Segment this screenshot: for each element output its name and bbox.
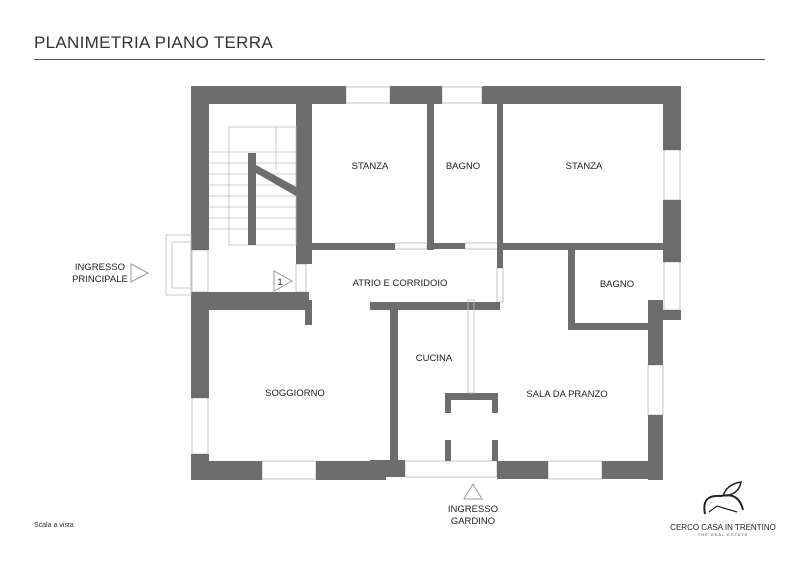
logo-tagline: THE REAL ESTATE bbox=[697, 532, 749, 537]
room-label-stanza: STANZA bbox=[566, 161, 603, 172]
apple-house-logo-icon bbox=[703, 481, 744, 515]
main-entrance-label: PRINCIPALE bbox=[72, 274, 128, 285]
windows bbox=[191, 86, 681, 480]
room-label-sala-da-pranzo: SALA DA PRANZO bbox=[526, 389, 607, 400]
company-logo: CERCO CASA IN TRENTINO THE REAL ESTATE bbox=[668, 480, 778, 537]
room-label-stanza: STANZA bbox=[352, 161, 389, 172]
staircase bbox=[209, 126, 298, 246]
main-entrance-arrow-icon bbox=[130, 263, 150, 283]
step-marker-icon bbox=[273, 270, 294, 292]
page-title: PLANIMETRIA PIANO TERRA bbox=[34, 33, 273, 52]
logo-name: CERCO CASA IN TRENTINO bbox=[670, 523, 776, 532]
room-label-bagno: BAGNO bbox=[600, 279, 634, 290]
room-label-atrio: ATRIO E CORRIDOIO bbox=[353, 278, 448, 289]
scale-note: Scala a vista bbox=[34, 522, 74, 529]
garden-entrance-label: GARDINO bbox=[451, 516, 495, 527]
garden-entrance-label: INGRESSO bbox=[448, 504, 498, 515]
main-entrance-label: INGRESSO bbox=[75, 262, 125, 273]
entrance-porch bbox=[165, 234, 475, 394]
room-label-cucina: CUCINA bbox=[416, 353, 453, 364]
step-marker-label: 1 bbox=[277, 277, 282, 288]
room-label-soggiorno: SOGGIORNO bbox=[265, 388, 325, 399]
title-divider bbox=[34, 59, 765, 60]
room-label-bagno: BAGNO bbox=[446, 161, 480, 172]
walls bbox=[191, 86, 681, 480]
garden-entrance-arrow-icon bbox=[463, 483, 483, 500]
